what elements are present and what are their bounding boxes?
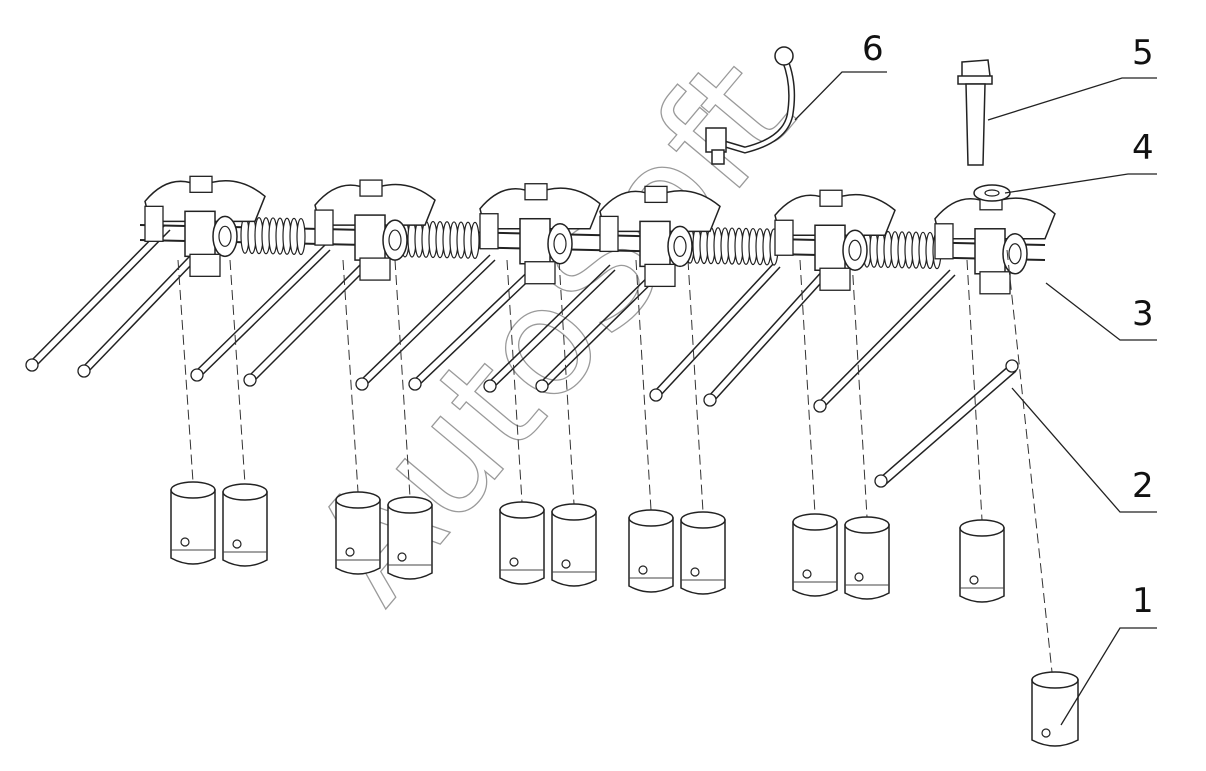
rocker-arm xyxy=(144,175,266,277)
push-rods xyxy=(25,224,956,413)
part-6-oil-pipe xyxy=(705,46,796,165)
push-rod xyxy=(813,269,956,413)
push-rod xyxy=(355,254,496,391)
tappet xyxy=(335,491,381,575)
tappets xyxy=(170,481,1005,603)
alignment-line xyxy=(966,259,983,521)
push-rod xyxy=(408,259,546,391)
rocker-arm xyxy=(479,183,601,285)
alignment-line xyxy=(394,259,411,498)
tappet xyxy=(792,513,838,597)
shaft-spring xyxy=(855,230,942,270)
push-rod xyxy=(535,264,666,393)
part-2-push-rod xyxy=(874,359,1019,488)
callout-3: 3 xyxy=(1132,294,1154,334)
callout-leaders xyxy=(794,71,1157,726)
shaft-springs xyxy=(240,216,942,270)
part-4-washer xyxy=(973,184,1011,202)
rocker-arm xyxy=(774,189,896,291)
alignment-line xyxy=(851,259,868,518)
tappet xyxy=(222,483,268,567)
rocker-arms xyxy=(144,175,1056,295)
rocker-arm xyxy=(599,185,721,288)
callout-5: 5 xyxy=(1132,33,1154,73)
callout-4: 4 xyxy=(1132,128,1154,168)
push-rod xyxy=(190,244,331,382)
alignment-lines xyxy=(177,259,983,521)
alignment-line xyxy=(342,259,359,493)
push-rod xyxy=(25,224,171,372)
part-1-tappet xyxy=(1006,249,1079,747)
callout-1: 1 xyxy=(1132,581,1154,621)
tappet xyxy=(959,519,1005,603)
alignment-line xyxy=(558,259,575,505)
tappet xyxy=(499,501,545,585)
alignment-line xyxy=(687,259,704,513)
rocker-arm xyxy=(934,193,1056,295)
shaft-spring xyxy=(240,216,306,256)
push-rod xyxy=(483,264,616,393)
rocker-shaft-assembly xyxy=(139,175,1056,295)
callout-6: 6 xyxy=(862,29,884,69)
tappet xyxy=(387,496,433,580)
alignment-line xyxy=(229,259,246,485)
alignment-line xyxy=(506,259,523,503)
callout-2: 2 xyxy=(1132,466,1154,506)
rocker-arm xyxy=(314,179,436,281)
alignment-line xyxy=(799,259,816,515)
push-rod xyxy=(649,261,781,402)
tappet xyxy=(170,481,216,565)
tappet xyxy=(844,516,890,600)
alignment-line xyxy=(177,259,194,483)
alignment-line xyxy=(635,259,652,511)
push-rod xyxy=(243,249,381,387)
tappet xyxy=(680,511,726,595)
tappet xyxy=(628,509,674,593)
shaft-spring xyxy=(400,220,480,260)
push-rod xyxy=(703,267,831,407)
tappet xyxy=(551,503,597,587)
shaft-spring xyxy=(685,226,779,266)
part-5-bolt xyxy=(957,59,993,166)
